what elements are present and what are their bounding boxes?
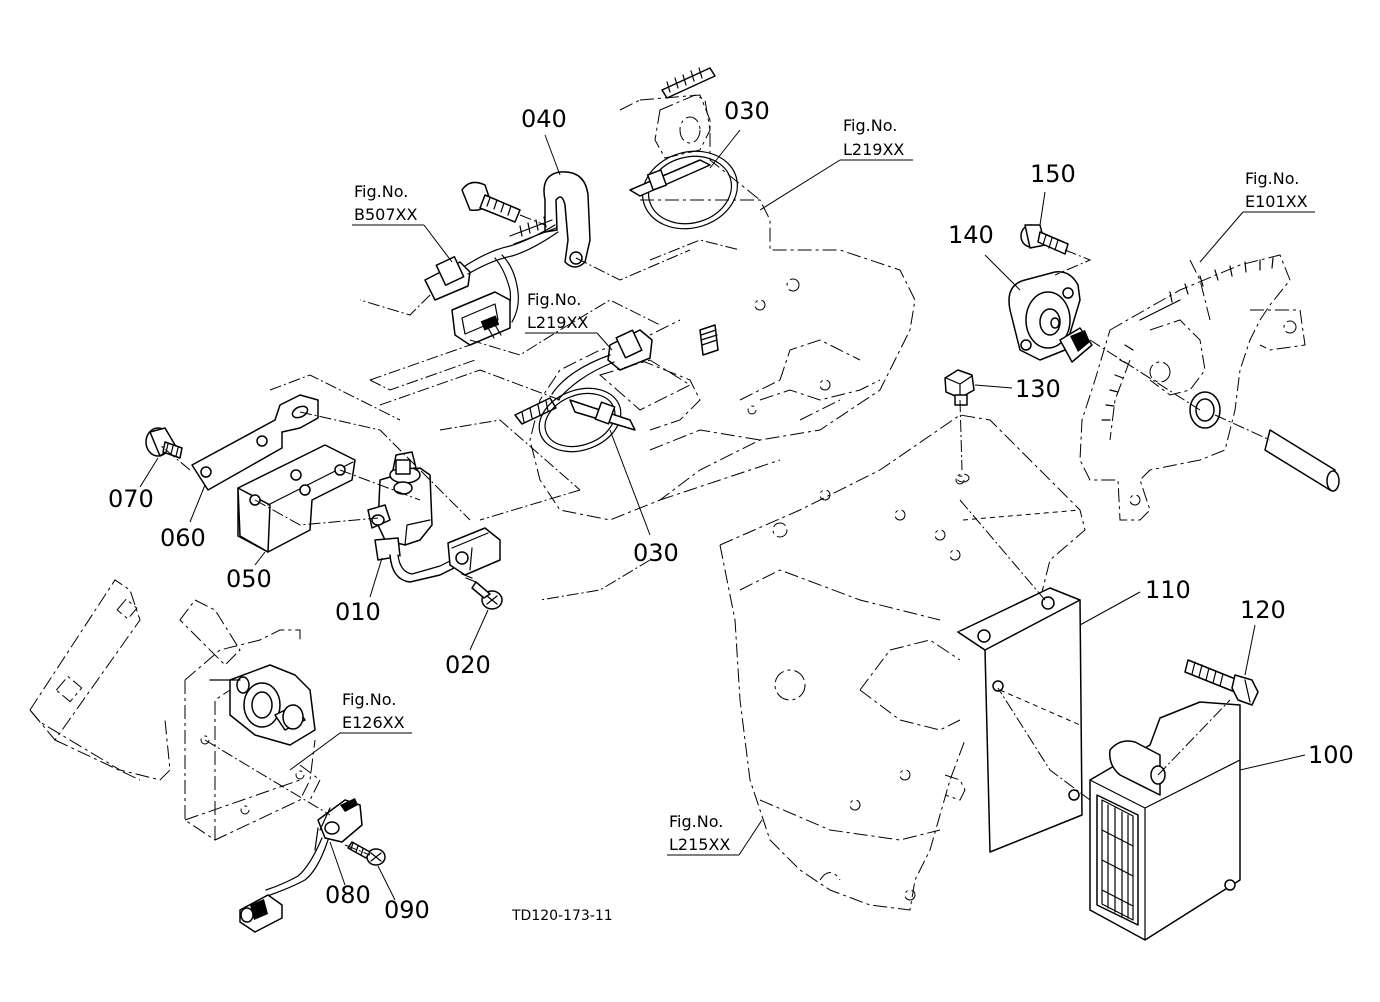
fig-ref-l219-top: Fig.No. L219XX [843, 116, 904, 159]
switch-080[interactable] [239, 798, 363, 933]
cable-tie-030-lower[interactable] [530, 359, 692, 463]
callout-140: 140 [948, 221, 994, 249]
fig-ref-l219-mid-label: Fig.No. [527, 290, 581, 309]
fig-ref-e101-label: Fig.No. [1245, 169, 1299, 188]
phantom-sector-plate [1079, 254, 1306, 521]
callout-090: 090 [384, 896, 430, 924]
cable-tie-030-upper[interactable] [629, 141, 746, 239]
fig-ref-e126-label: Fig.No. [342, 690, 396, 709]
sensor-010[interactable] [367, 451, 501, 583]
fig-ref-l215: Fig.No. L215XX [669, 812, 730, 854]
callout-020: 020 [445, 651, 491, 679]
fig-ref-b507-code: B507XX [354, 205, 417, 224]
fig-ref-l215-label: Fig.No. [669, 812, 723, 831]
screw-bolt-b507 [461, 181, 521, 223]
pedal-pivot [209, 664, 316, 746]
pedal-bracket-phantom [29, 579, 321, 841]
bolt-130[interactable] [944, 369, 975, 483]
fig-ref-l215-code: L215XX [669, 835, 730, 854]
assembly-lines [159, 214, 1271, 856]
leader-lines [139, 129, 1315, 901]
fig-ref-l219-mid: Fig.No. L219XX [527, 290, 588, 332]
fig-ref-e126: Fig.No. E126XX [342, 690, 405, 732]
phantom-frame-upper [529, 94, 916, 521]
fig-ref-l219-top-label: Fig.No. [843, 116, 897, 135]
callout-030-lower: 030 [633, 539, 679, 567]
fig-ref-b507-label: Fig.No. [354, 182, 408, 201]
fig-ref-e126-code: E126XX [342, 713, 405, 732]
clamp-040[interactable] [543, 171, 591, 268]
callout-030-upper: 030 [724, 97, 770, 125]
drawing-number: TD120-173-11 [511, 908, 613, 924]
wire-middle-l219 [514, 324, 719, 425]
callout-labels: 040 030 150 140 130 030 070 060 050 010 … [108, 97, 1354, 924]
callout-110: 110 [1145, 576, 1191, 604]
figure-references: Fig.No. B507XX Fig.No. L219XX Fig.No. L2… [342, 116, 1308, 854]
shaft-washer [1189, 391, 1340, 492]
callout-150: 150 [1030, 160, 1076, 188]
connector-upper [451, 291, 511, 346]
bolt-070[interactable] [145, 427, 183, 459]
screw-020[interactable] [461, 573, 503, 610]
bolt-120[interactable] [1184, 659, 1259, 706]
callout-100: 100 [1308, 741, 1354, 769]
fig-ref-e101: Fig.No. E101XX [1245, 169, 1308, 211]
fig-ref-e101-code: E101XX [1245, 192, 1308, 211]
wire-harness [424, 216, 559, 323]
bracket-110[interactable] [957, 587, 1083, 853]
callout-120: 120 [1240, 596, 1286, 624]
callout-060: 060 [160, 524, 206, 552]
callout-080: 080 [325, 881, 371, 909]
callout-130: 130 [1015, 375, 1061, 403]
phantom-frame-large [719, 414, 1086, 911]
callout-010: 010 [335, 598, 381, 626]
plate-060[interactable] [191, 394, 319, 491]
callout-050: 050 [226, 565, 272, 593]
sensor-140[interactable] [1008, 271, 1093, 363]
fig-ref-b507: Fig.No. B507XX [354, 182, 417, 224]
callout-070: 070 [108, 485, 154, 513]
screw-150[interactable] [1020, 224, 1069, 255]
fig-ref-l219-mid-code: L219XX [527, 313, 588, 332]
callout-040: 040 [521, 105, 567, 133]
control-unit-100[interactable] [1089, 701, 1241, 941]
fig-ref-l219-top-code: L219XX [843, 140, 904, 159]
sensor-housing-top [654, 67, 716, 159]
